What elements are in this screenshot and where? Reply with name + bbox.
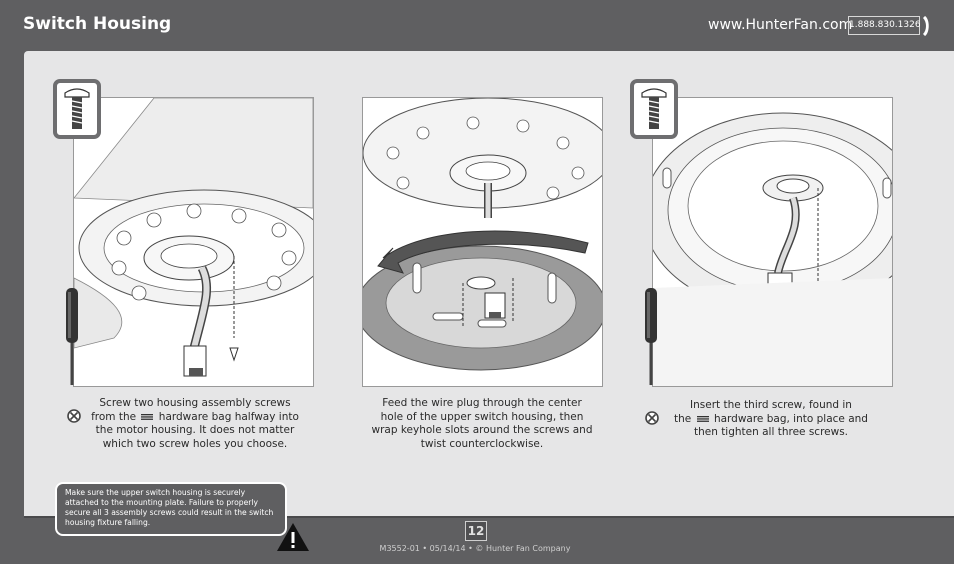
step-1-line-4: which two screw holes you choose. bbox=[102, 437, 288, 450]
step-3-line-2: the hardware bag, into place and bbox=[656, 413, 886, 427]
page-number: 12 bbox=[465, 521, 487, 541]
step-1-illustration bbox=[73, 97, 314, 387]
step-1-line-2-a: from the bbox=[91, 410, 137, 423]
step-3-line-3: then tighten all three screws. bbox=[693, 426, 849, 438]
website-link[interactable]: www.HunterFan.com bbox=[708, 17, 853, 33]
warning-box: Make sure the upper switch housing is se… bbox=[55, 482, 287, 536]
step-2-line-3: wrap keyhole slots around the screws and bbox=[371, 424, 593, 436]
step-1-line-2-b: hardware bag halfway into bbox=[158, 410, 299, 423]
warning-icon bbox=[277, 523, 309, 551]
step-1-caption: Screw two housing assembly screws from t… bbox=[80, 397, 310, 451]
step-3-caption: Insert the third screw, found in the har… bbox=[656, 399, 886, 440]
phone-icon bbox=[923, 16, 929, 36]
phone-number: 1.888.830.1326 bbox=[848, 16, 921, 35]
step-3-line-1: Insert the third screw, found in bbox=[690, 399, 852, 411]
hardware-bag-icon bbox=[696, 415, 709, 422]
step-2-caption: Feed the wire plug through the center ho… bbox=[367, 397, 597, 451]
screw-badge-1 bbox=[53, 79, 101, 139]
motor-housing-drawing bbox=[74, 98, 313, 377]
screw-icon bbox=[641, 88, 667, 129]
step-2-line-1: Feed the wire plug through the center bbox=[382, 397, 582, 409]
step-3-illustration bbox=[652, 97, 893, 387]
no-screwdriver-icon bbox=[645, 411, 659, 425]
no-screwdriver-icon bbox=[67, 409, 81, 423]
step-1-line-3: the motor housing. It does not matter bbox=[95, 424, 295, 436]
screwdriver-icon bbox=[66, 288, 78, 385]
screw-badge-3 bbox=[630, 79, 678, 139]
housing-mounted-drawing bbox=[653, 112, 892, 386]
step-3-line-2-a: the bbox=[674, 412, 692, 425]
step-2-illustration bbox=[362, 97, 603, 387]
step-2-line-2: hole of the upper switch housing, then bbox=[380, 410, 584, 423]
step-3-line-2-b: hardware bag, into place and bbox=[713, 412, 868, 425]
switch-housing-drawing bbox=[363, 98, 602, 371]
footer-doc-info: M3552-01 • 05/14/14 • © Hunter Fan Compa… bbox=[379, 544, 571, 553]
page-title: Switch Housing bbox=[23, 14, 172, 34]
screw-icon bbox=[64, 88, 90, 129]
step-1-line-2: from the hardware bag halfway into bbox=[80, 411, 310, 425]
step-1-line-1: Screw two housing assembly screws bbox=[99, 397, 291, 409]
panel-divider bbox=[24, 516, 954, 518]
screwdriver-icon bbox=[645, 288, 657, 385]
step-2-line-4: twist counterclockwise. bbox=[420, 437, 544, 450]
hardware-bag-icon bbox=[141, 413, 154, 420]
